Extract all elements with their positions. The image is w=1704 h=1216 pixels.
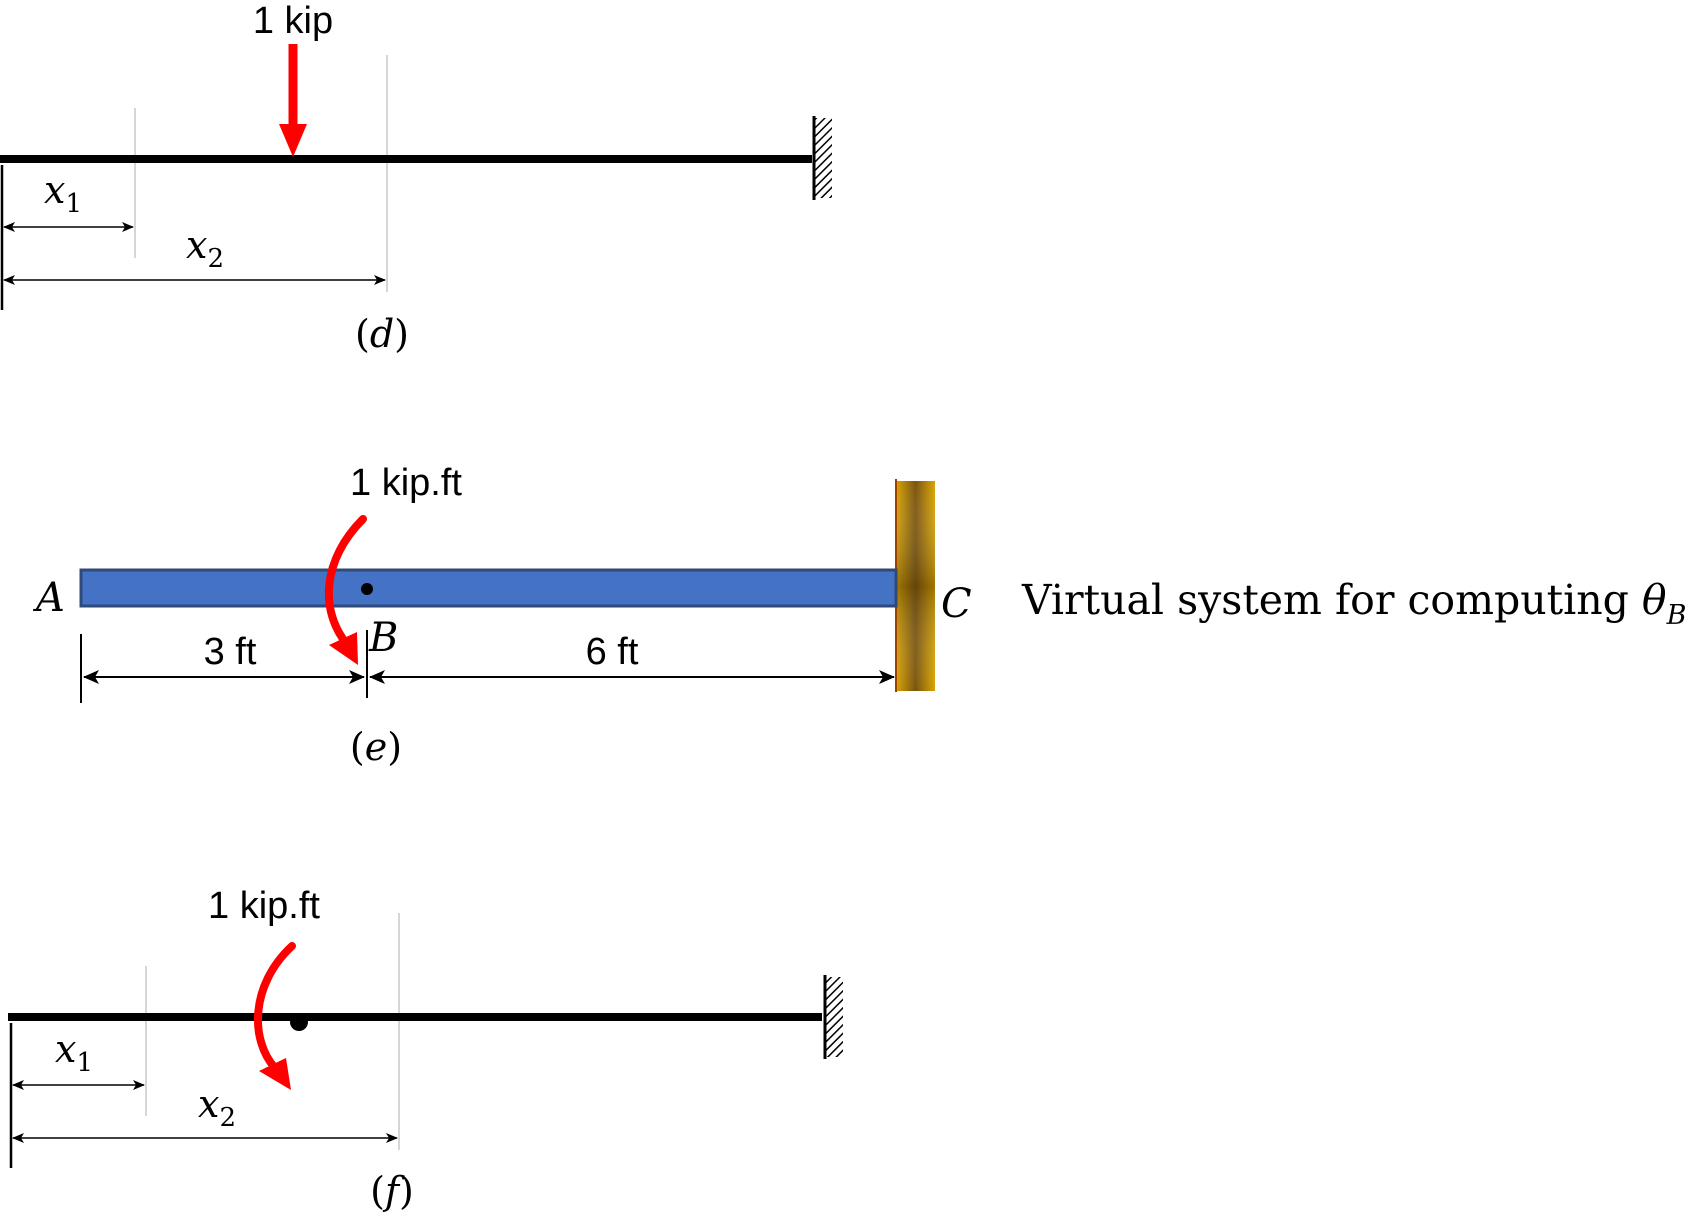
- fixed-wall-shade: [896, 481, 935, 691]
- x2-var: x: [186, 223, 207, 267]
- panel-f: 1 kip.ft x1 x2 (f): [8, 885, 843, 1213]
- moment-arrow-head: [259, 1058, 291, 1090]
- x1-var: x: [55, 1027, 76, 1071]
- panel-d: 1 kip x1 x2 (d): [0, 0, 832, 356]
- x1-label: x1: [55, 1027, 93, 1078]
- description-text: Virtual system for computing: [1021, 576, 1642, 624]
- moment-arrow-arc: [324, 515, 367, 647]
- point-c-label: C: [941, 581, 972, 627]
- fixed-support-hatch: [825, 977, 843, 1057]
- x1-var: x: [44, 168, 65, 212]
- moment-arrow-arc: [254, 942, 296, 1072]
- x1-label: x1: [44, 168, 82, 219]
- x1-sub: 1: [76, 1048, 93, 1078]
- x2-sub: 2: [207, 244, 224, 274]
- theta-subscript: B: [1666, 600, 1687, 631]
- caption-f: (f): [370, 1169, 414, 1213]
- x2-sub: 2: [219, 1103, 236, 1133]
- point-load-label: 1 kip: [253, 0, 333, 42]
- point-a-label: A: [32, 575, 65, 621]
- beam-ac: [79, 568, 898, 608]
- moment-arrow-head: [329, 632, 358, 665]
- caption-e: (e): [350, 725, 402, 769]
- moment-label: 1 kip.ft: [208, 885, 320, 927]
- theta-symbol: θ: [1642, 576, 1667, 624]
- point-load-arrow-head: [279, 124, 307, 157]
- virtual-system-description: Virtual system for computing θB: [1021, 576, 1686, 631]
- x2-label: x2: [198, 1082, 236, 1133]
- fixed-support-hatch: [814, 118, 832, 198]
- x1-sub: 1: [65, 189, 82, 219]
- point-b-dot: [361, 583, 373, 595]
- moment-point-dot: [290, 1013, 308, 1031]
- panel-e: 1 kip.ft A B C 3 ft 6 ft (e) Virtual sys…: [32, 462, 1686, 769]
- x2-var: x: [198, 1082, 219, 1126]
- caption-d: (d): [355, 312, 409, 356]
- point-b-label: B: [368, 615, 398, 661]
- dim-ab-label: 3 ft: [204, 631, 257, 673]
- x2-label: x2: [186, 223, 224, 274]
- dim-bc-label: 6 ft: [586, 631, 639, 673]
- moment-label: 1 kip.ft: [350, 462, 462, 504]
